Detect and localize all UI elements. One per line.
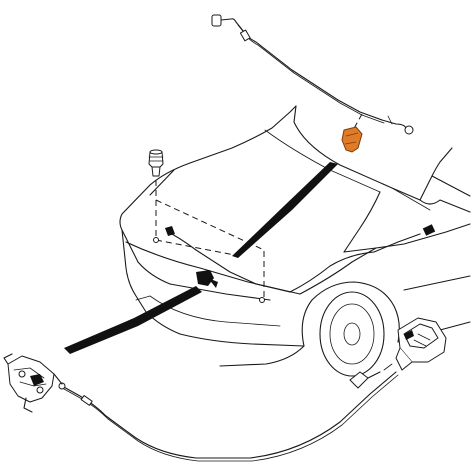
hood-latch-assembly	[3, 353, 63, 413]
car-body-outline	[119, 105, 471, 377]
cable-end-connector	[211, 14, 222, 27]
cable-grommet-right	[422, 224, 436, 236]
hood-latch-cable-route	[165, 224, 436, 293]
upper-release-cable	[211, 14, 414, 135]
hood-latch-mounted	[196, 270, 218, 288]
hood-mount-guides	[153, 180, 265, 303]
hood-bumper-stop	[148, 149, 164, 177]
cable-clip-highlighted	[341, 126, 363, 153]
pointer-strips	[64, 162, 338, 354]
release-handle-assembly	[395, 317, 447, 371]
lower-release-cable	[58, 363, 399, 462]
